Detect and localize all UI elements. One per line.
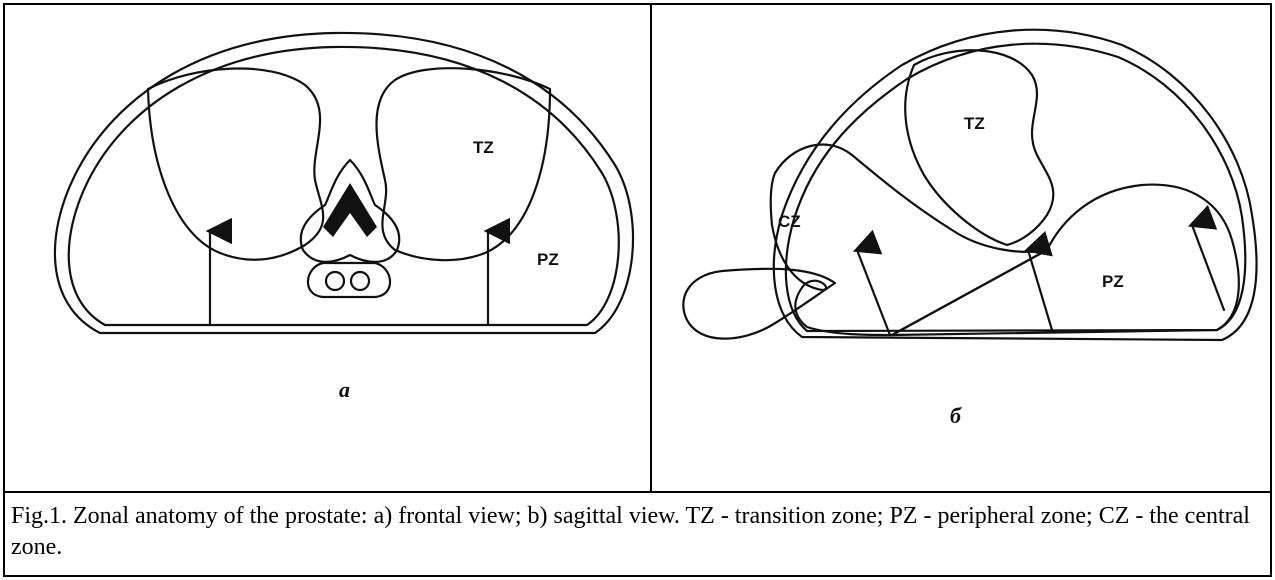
- frontal-view-diagram: TZ PZ a: [5, 5, 650, 491]
- label-tz: TZ: [964, 114, 985, 133]
- arrow-pz: [1192, 225, 1224, 310]
- transition-zone: [905, 50, 1053, 245]
- arrow-middle: [1028, 250, 1052, 330]
- ejaculatory-ducts-outline: [308, 263, 390, 297]
- left-transition-zone: [148, 68, 323, 259]
- panel-a-frontal-view: TZ PZ a: [5, 5, 652, 491]
- label-tz: TZ: [473, 138, 494, 157]
- right-transition-zone: [377, 68, 551, 260]
- arrow-cz: [857, 250, 890, 335]
- panel-letter-a: a: [339, 377, 350, 402]
- outer-capsule-outline: [774, 30, 1257, 340]
- central-zone: [771, 145, 1047, 335]
- figure-caption: Fig.1. Zonal anatomy of the prostate: a)…: [11, 501, 1261, 563]
- caption-row: Fig.1. Zonal anatomy of the prostate: a)…: [5, 491, 1270, 575]
- label-pz: PZ: [537, 250, 559, 269]
- panel-letter-b: б: [950, 403, 962, 428]
- outer-capsule-outline: [55, 33, 633, 333]
- peripheral-zone: [892, 185, 1239, 335]
- figure-table: TZ PZ a: [3, 3, 1272, 577]
- label-pz: PZ: [1102, 272, 1124, 291]
- left-duct-circle: [326, 272, 344, 290]
- right-duct-circle: [351, 272, 369, 290]
- sagittal-view-diagram: TZ CZ PZ б: [652, 5, 1270, 491]
- panel-b-sagittal-view: TZ CZ PZ б: [652, 5, 1270, 491]
- label-cz: CZ: [778, 212, 801, 231]
